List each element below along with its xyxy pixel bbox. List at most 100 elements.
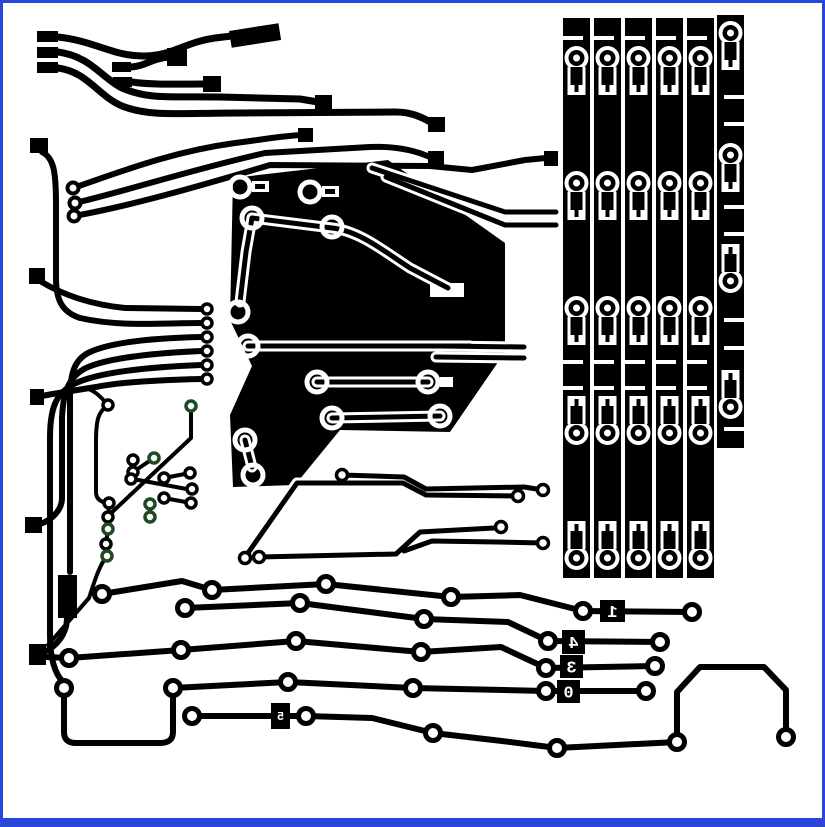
keyhole-pad bbox=[626, 46, 651, 95]
trace-pad bbox=[536, 681, 556, 701]
keyhole-pad bbox=[718, 244, 743, 293]
edge-stub-pad bbox=[37, 31, 58, 42]
trace-pad bbox=[92, 584, 112, 604]
trace-label-1: 1 bbox=[600, 600, 625, 623]
keyhole-pad bbox=[564, 396, 589, 445]
trace-pad bbox=[296, 706, 316, 726]
via-pad bbox=[251, 549, 267, 565]
border-left bbox=[0, 0, 3, 827]
trace-label-1-text: 1 bbox=[607, 604, 617, 623]
via-pad bbox=[200, 330, 214, 344]
border-bottom bbox=[0, 818, 825, 827]
trace-pad bbox=[667, 732, 687, 752]
via-pad bbox=[101, 510, 115, 524]
edge-square-pad bbox=[29, 644, 46, 665]
trace-label-0: 0 bbox=[557, 680, 580, 704]
via-pad bbox=[157, 471, 171, 485]
trace-pad bbox=[636, 681, 656, 701]
keyhole-pad bbox=[657, 171, 682, 220]
trace-pad bbox=[59, 648, 79, 668]
keyhole-pad bbox=[718, 370, 743, 419]
keyhole-pad bbox=[626, 171, 651, 220]
green-via-pad bbox=[143, 510, 157, 524]
square-pad bbox=[315, 95, 332, 110]
via-pad bbox=[200, 302, 214, 316]
trace-pad bbox=[163, 678, 183, 698]
keyhole-pad bbox=[564, 296, 589, 345]
plane-pad bbox=[232, 427, 258, 453]
component-pad-cluster bbox=[46, 386, 199, 647]
keyhole-pad bbox=[626, 521, 651, 570]
keyhole-pad bbox=[688, 171, 713, 220]
trace-pad bbox=[411, 642, 431, 662]
trace-label-5: 5 bbox=[271, 703, 290, 729]
square-pad bbox=[428, 151, 444, 166]
plane-pad bbox=[319, 405, 345, 431]
keyhole-pad bbox=[657, 396, 682, 445]
keyhole-pad bbox=[564, 46, 589, 95]
edge-stub-pad bbox=[37, 47, 58, 58]
plane-pad bbox=[235, 333, 261, 359]
keyhole-pad bbox=[688, 296, 713, 345]
keyhole-pad bbox=[718, 21, 743, 70]
keyhole-pad bbox=[595, 396, 620, 445]
trace-pad bbox=[316, 574, 336, 594]
via-pad bbox=[200, 344, 214, 358]
trace-label-0-text: 0 bbox=[563, 685, 573, 704]
plane-pad bbox=[319, 214, 345, 240]
plane-pad bbox=[227, 174, 253, 200]
trace-pad bbox=[423, 723, 443, 743]
via-pad bbox=[200, 358, 214, 372]
trace-label-3: 3 bbox=[560, 655, 583, 679]
plane-pad bbox=[415, 369, 441, 395]
via-pad bbox=[535, 535, 551, 551]
trace-pad bbox=[536, 658, 556, 678]
trace-pad bbox=[776, 727, 796, 747]
bottom-trace-chains: 1 4 3 0 5 bbox=[29, 574, 796, 758]
via-pad bbox=[184, 496, 198, 510]
via-pad bbox=[237, 550, 253, 566]
square-pad bbox=[167, 48, 187, 66]
via-pad bbox=[200, 316, 214, 330]
plane-pad bbox=[297, 179, 323, 205]
trace-label-4: 4 bbox=[562, 630, 585, 654]
trace-pad bbox=[54, 678, 74, 698]
green-via-pad bbox=[184, 399, 198, 413]
small-stub-pad bbox=[113, 77, 132, 87]
keyhole-pad bbox=[595, 171, 620, 220]
via-pad bbox=[535, 482, 551, 498]
green-via-pad bbox=[143, 497, 157, 511]
trace-pad bbox=[682, 602, 702, 622]
trace-pad bbox=[278, 672, 298, 692]
via-pad bbox=[102, 496, 116, 510]
green-via-pad bbox=[101, 522, 115, 536]
trace-label-5-text: 5 bbox=[277, 710, 284, 724]
via-pad bbox=[334, 467, 350, 483]
edge-square-pad bbox=[30, 389, 44, 405]
slanted-pad bbox=[229, 23, 282, 48]
via-pad bbox=[99, 537, 113, 551]
ground-plane-region bbox=[225, 160, 562, 488]
trace-pad bbox=[171, 640, 191, 660]
trace-pad bbox=[645, 656, 665, 676]
trace-pad bbox=[175, 598, 195, 618]
via-pad bbox=[124, 472, 138, 486]
edge-stub-pad bbox=[37, 62, 58, 73]
keyhole-pad bbox=[688, 46, 713, 95]
edge-square-pad bbox=[25, 517, 42, 533]
square-pad bbox=[428, 117, 445, 132]
trace-pad bbox=[414, 609, 434, 629]
plane-pad bbox=[304, 369, 330, 395]
trace-pad bbox=[538, 631, 558, 651]
mid-board-traces bbox=[237, 467, 551, 566]
via-pad bbox=[157, 491, 171, 505]
keyhole-pad bbox=[595, 296, 620, 345]
via-pad bbox=[67, 195, 83, 211]
keyhole-pad bbox=[626, 396, 651, 445]
edge-square-pad bbox=[30, 138, 48, 153]
keyhole-pad bbox=[595, 46, 620, 95]
trace-pad bbox=[573, 601, 593, 621]
trace-pad bbox=[403, 678, 423, 698]
